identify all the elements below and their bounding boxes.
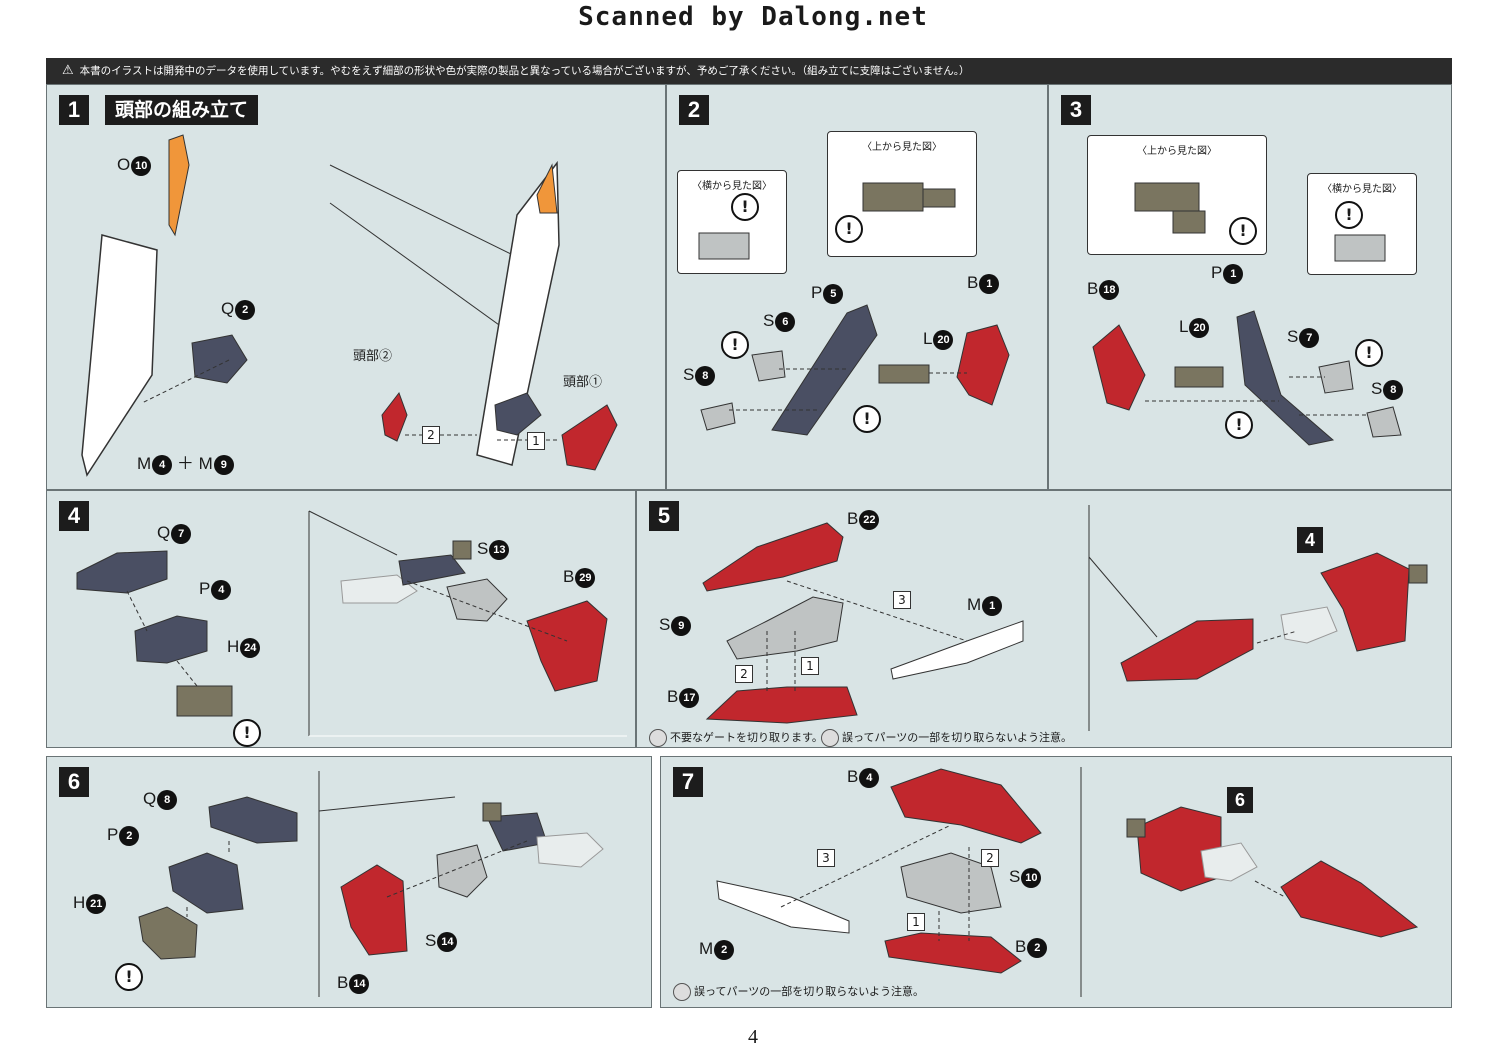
step-3-illustration [1092, 182, 1402, 446]
nipper-icon [649, 729, 667, 747]
order-box-3: 3 [893, 591, 911, 609]
caution-icon: ! [721, 331, 749, 359]
caution-icon: ! [1229, 217, 1257, 245]
reference-step-6-badge: 6 [1227, 787, 1253, 813]
caution-icon: ! [233, 719, 261, 747]
step-title: 頭部の組み立て [105, 95, 259, 125]
step-number: 1 [59, 95, 89, 125]
step-number: 4 [59, 501, 89, 531]
step-number: 5 [649, 501, 679, 531]
page-number: 4 [748, 1026, 758, 1048]
step-number: 2 [679, 95, 709, 125]
warning-icon: ⚠ [62, 63, 74, 78]
caution-icon: ! [1335, 201, 1363, 229]
step-1-illustration [81, 134, 618, 477]
step-5-illustration [702, 505, 1428, 731]
caution-icon: ! [1225, 411, 1253, 439]
caution-icon: ! [835, 215, 863, 243]
label-head-1: 頭部① [563, 374, 603, 389]
order-box-2: 2 [735, 665, 753, 683]
order-box-3: 3 [817, 849, 835, 867]
caution-icon: ! [115, 963, 143, 991]
label-head-2: 頭部② [353, 348, 393, 363]
step-number: 3 [1061, 95, 1091, 125]
order-box-1: 1 [527, 432, 545, 450]
step-number: 7 [673, 767, 703, 797]
note-careful-cut: 誤ってパーツの一部を切り取らないよう注意。 [821, 729, 1072, 747]
scan-watermark-title: Scanned by Dalong.net [578, 2, 928, 32]
step-number: 6 [59, 767, 89, 797]
caution-icon: ! [1355, 339, 1383, 367]
note-gate-cut: 不要なゲートを切り取ります。 [649, 729, 823, 747]
order-box-1: 1 [801, 657, 819, 675]
order-box-1: 1 [907, 913, 925, 931]
warning-text: 本書のイラストは開発中のデータを使用しています。やむをえず細部の形状や色が実際の… [79, 65, 970, 77]
caution-cut-icon [821, 729, 839, 747]
caution-cut-icon [673, 983, 691, 1001]
caution-icon: ! [731, 193, 759, 221]
step-2-illustration [698, 182, 1010, 436]
note-careful-cut: 誤ってパーツの一部を切り取らないよう注意。 [673, 983, 924, 1001]
order-box-2: 2 [422, 426, 440, 444]
warning-banner: ⚠ 本書のイラストは開発中のデータを使用しています。やむをえず細部の形状や色が実際… [46, 58, 1452, 84]
step-6-illustration [138, 771, 604, 997]
reference-step-4-badge: 4 [1297, 527, 1323, 553]
caution-icon: ! [853, 405, 881, 433]
step-7-illustration [716, 767, 1419, 997]
order-box-2: 2 [981, 849, 999, 867]
step-4-illustration [76, 510, 627, 737]
